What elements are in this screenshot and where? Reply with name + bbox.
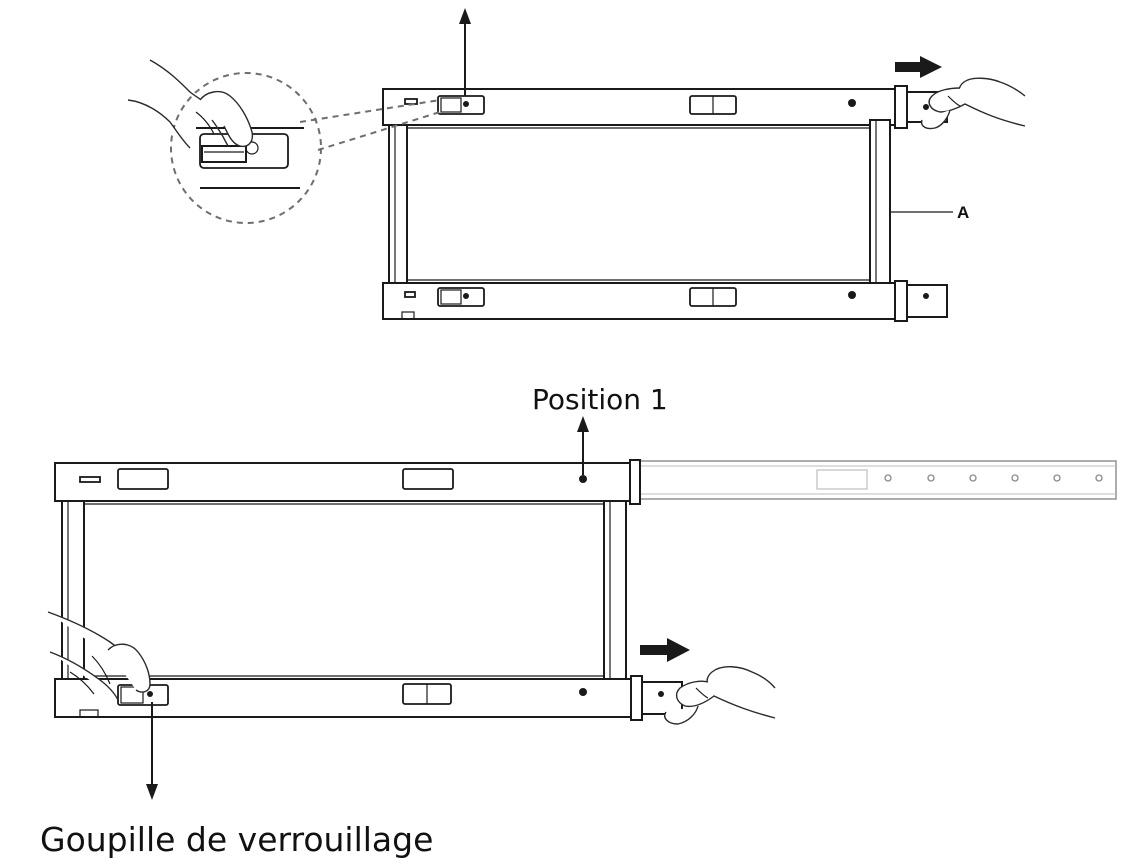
arrow-down-icon: [146, 784, 158, 800]
bottom-frame-figure: Position 1 Goupille de verrouillage: [40, 383, 1117, 859]
detail-zoom-circle: [170, 72, 322, 224]
top-crossbar-left: [388, 124, 408, 284]
bottom-crossbar-right: [603, 500, 627, 680]
hand-icon: [920, 77, 1026, 130]
hand-icon: [47, 611, 151, 701]
position-1-label: Position 1: [532, 383, 668, 416]
end-cap-upper: [894, 85, 908, 129]
part-a-crossbar: [869, 119, 891, 284]
extension-rail: [639, 460, 1117, 500]
arrow-up-icon: [459, 8, 471, 24]
end-cap-bottom: [630, 675, 643, 721]
hand-icon: [664, 666, 776, 725]
locking-pin-label: Goupille de verrouillage: [40, 820, 433, 859]
arrow-up-icon: [577, 416, 589, 432]
detail-view: [196, 127, 304, 189]
arrow-right-icon: [640, 638, 690, 662]
top-frame-figure: A: [127, 8, 1026, 322]
hand-icon: [127, 59, 254, 149]
arrow-right-icon: [895, 56, 942, 78]
end-cap-lower: [894, 280, 908, 322]
part-a-label: A: [957, 203, 969, 222]
position-1-hole: [579, 475, 587, 483]
bottom-crossbar-left: [61, 500, 85, 680]
